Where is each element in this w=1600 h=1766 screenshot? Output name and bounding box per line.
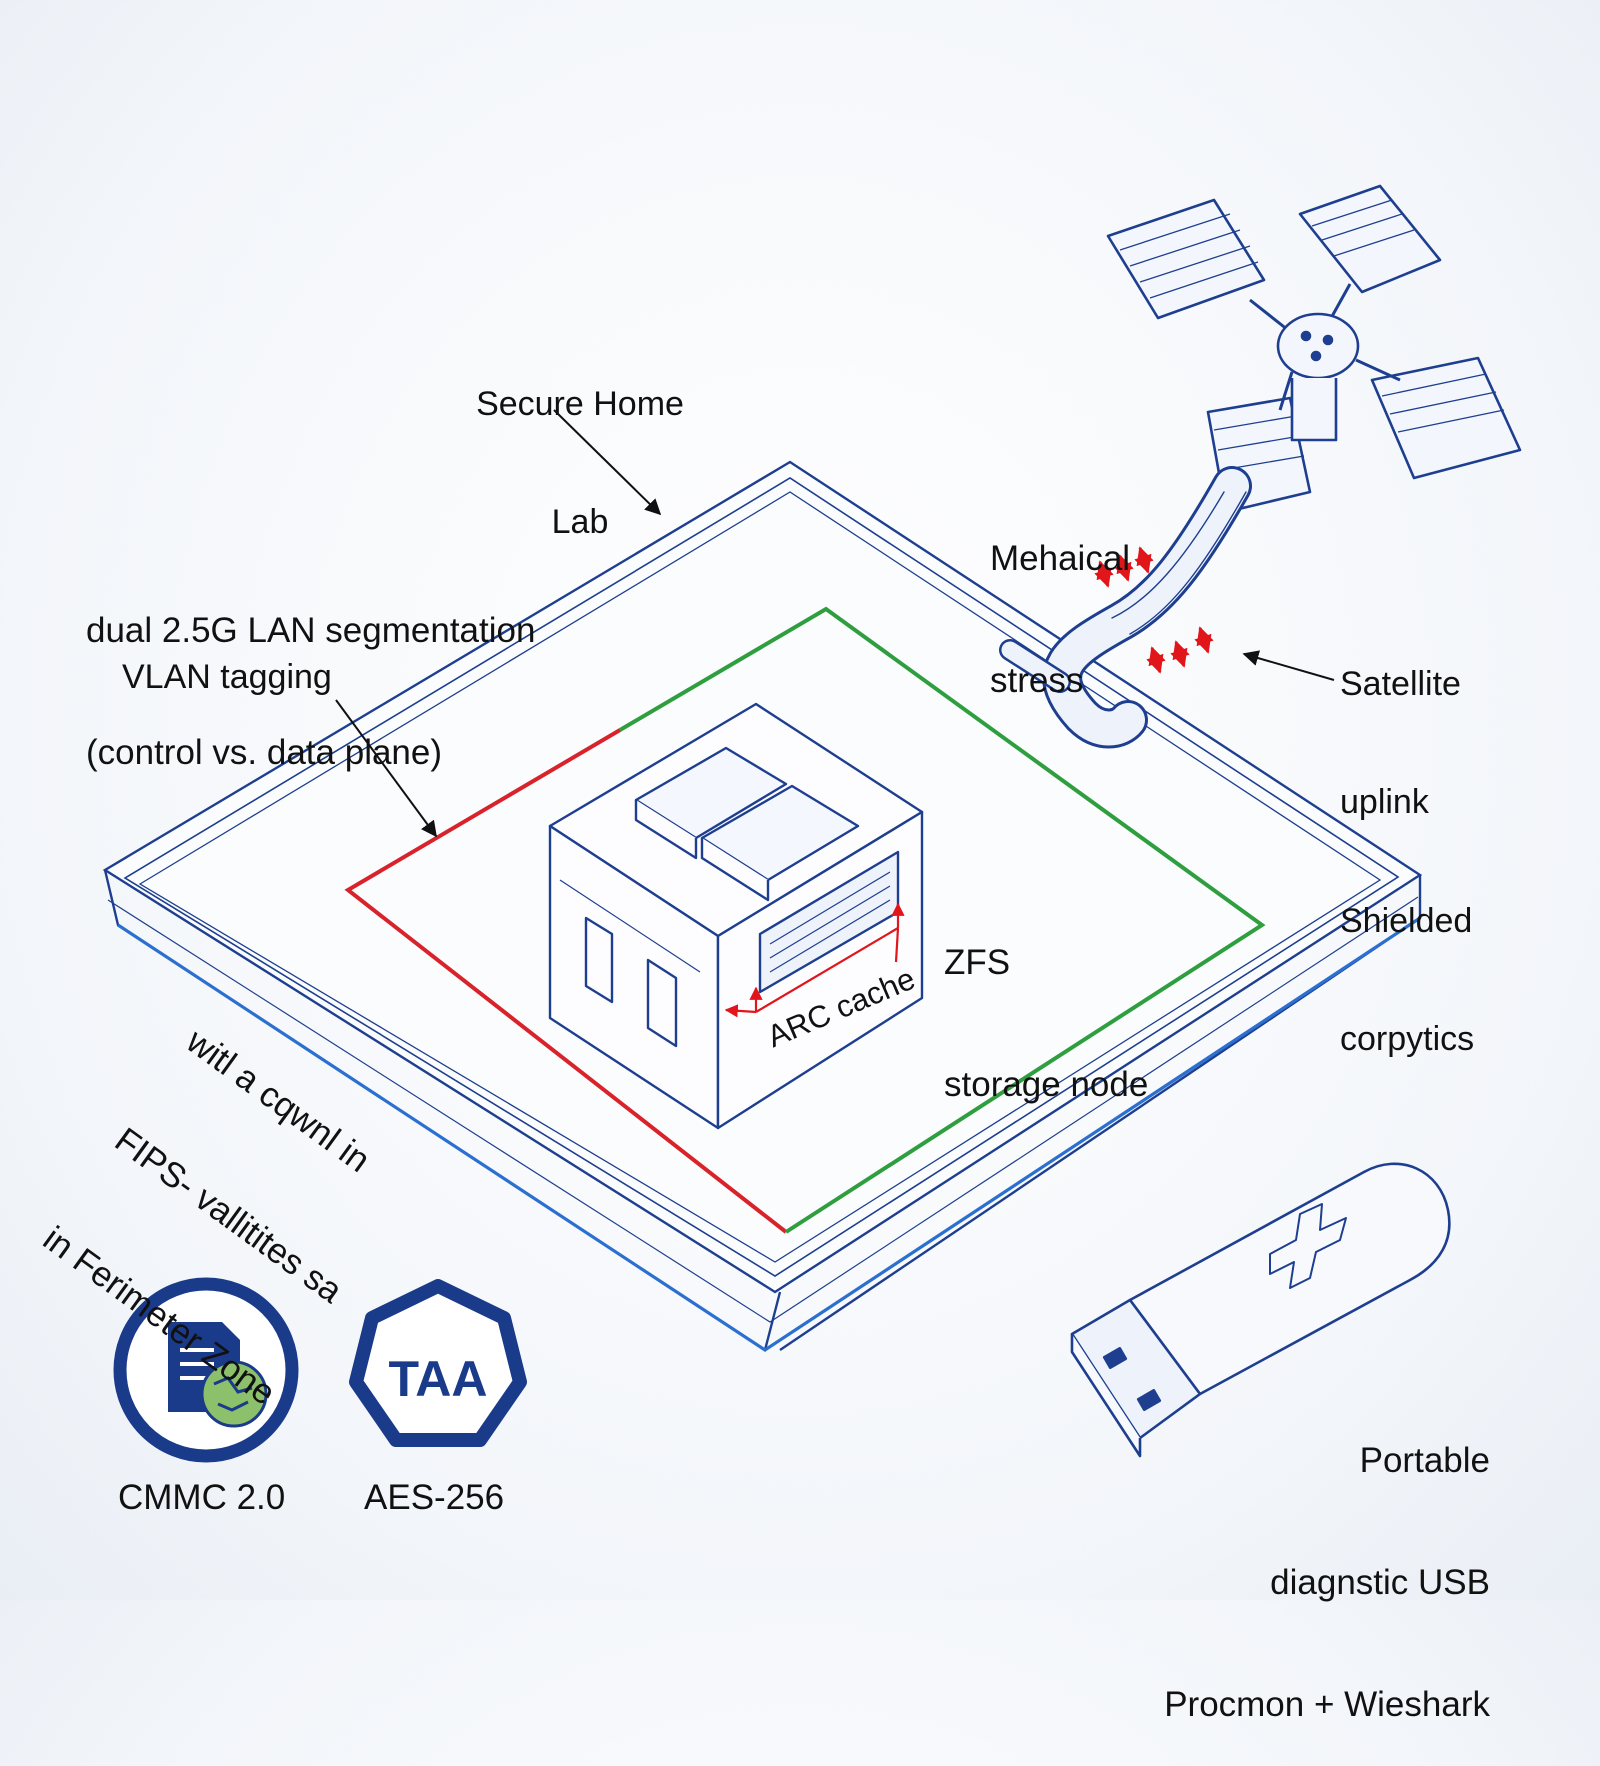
zfs-line-1: ZFS bbox=[944, 943, 1011, 983]
portable-usb-label: Portable diagnstic USB Procmon + Wieshar… bbox=[1140, 1360, 1490, 1766]
security-zones bbox=[344, 606, 1266, 1234]
satellite-icon bbox=[1106, 184, 1522, 514]
lan-segmentation-label: dual 2.5G LAN segmentation (control vs. … bbox=[86, 530, 535, 814]
mechanical-stress-label: Mehaical stress bbox=[990, 458, 1130, 742]
zfs-line-2: storage node bbox=[944, 1064, 1149, 1104]
red-zone-boundary bbox=[344, 728, 788, 1234]
taa-badge-text: TAA bbox=[388, 1351, 487, 1407]
cmmc-label: CMMC 2.0 bbox=[118, 1478, 286, 1517]
usb-drive-icon bbox=[1070, 1162, 1451, 1458]
satellite-line-4: corpytics bbox=[1340, 1019, 1475, 1058]
diagram-canvas: TAA Secure Home Lab dual 2.5G LAN segmen… bbox=[36, 184, 1522, 1724]
satellite-line-2: uplink bbox=[1340, 783, 1429, 822]
secure-home-lab-label: Secure Home Lab bbox=[470, 306, 690, 582]
title-line-1: Secure Home bbox=[476, 384, 684, 423]
arc-cache-markers bbox=[724, 902, 905, 1018]
satellite-arrow bbox=[1242, 650, 1335, 681]
satellite-line-1: Satellite bbox=[1340, 664, 1461, 703]
lan-line-1: dual 2.5G LAN segmentation bbox=[86, 611, 536, 651]
aes-label: AES-256 bbox=[364, 1478, 505, 1517]
title-arrow bbox=[553, 409, 662, 516]
zfs-storage-label: ZFS storage node bbox=[944, 862, 1148, 1146]
stress-arrows bbox=[1094, 546, 1214, 674]
document-shield-icon bbox=[113, 1277, 299, 1463]
satellite-line-3: Shielded bbox=[1340, 901, 1473, 940]
usb-line-1: Portable bbox=[1359, 1441, 1490, 1481]
usb-line-3: Procmon + Wieshark bbox=[1164, 1684, 1490, 1724]
diagram-drawing: TAA bbox=[102, 184, 1522, 1463]
shielded-cable bbox=[999, 466, 1252, 749]
pointer-arrows bbox=[335, 409, 1335, 838]
lan-line-2: (control vs. data plane) bbox=[86, 732, 443, 772]
green-zone-boundary bbox=[618, 606, 1266, 1234]
stress-line-1: Mehaical bbox=[990, 539, 1131, 579]
vlan-arrow bbox=[335, 699, 437, 838]
satellite-uplink-label: Satellite uplink Shielded corpytics bbox=[1340, 586, 1474, 1099]
stress-line-2: stress bbox=[990, 660, 1084, 700]
taa-badge-icon: TAA bbox=[349, 1279, 527, 1447]
usb-line-2: diagnstic USB bbox=[1270, 1562, 1490, 1602]
vlan-tagging-label: VLAN tagging bbox=[122, 658, 332, 696]
title-line-2: Lab bbox=[551, 503, 609, 542]
storage-server-icon bbox=[548, 702, 924, 1130]
